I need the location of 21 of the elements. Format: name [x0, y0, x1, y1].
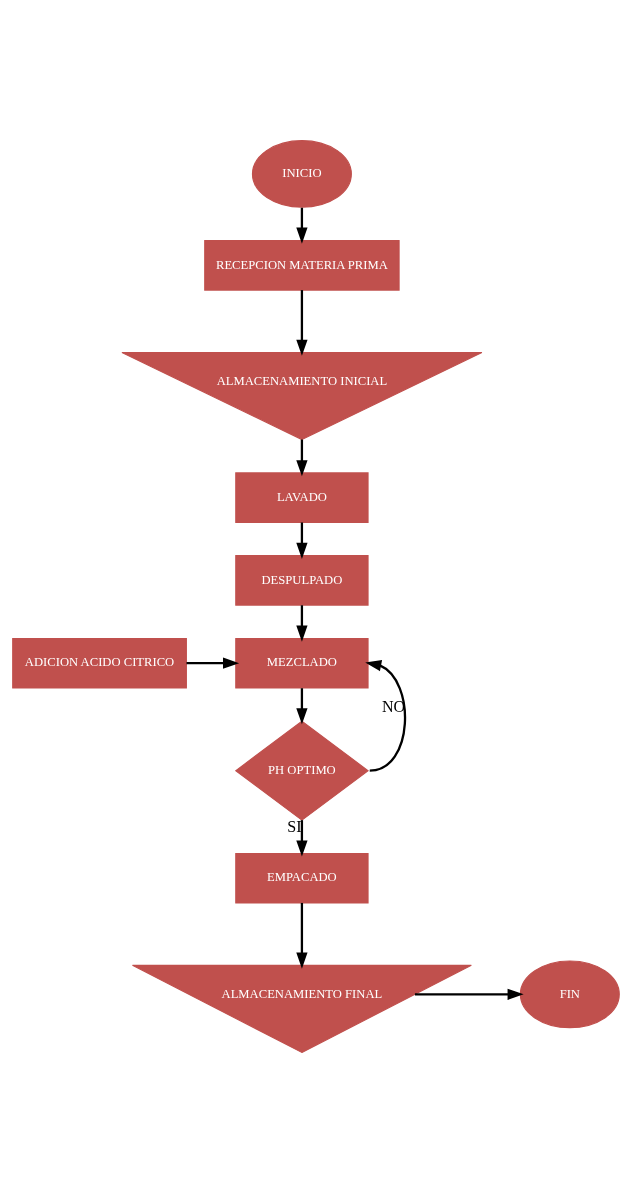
node-ellipse: FIN: [519, 959, 620, 1028]
node-box: RECEPCION MATERIA PRIMA: [204, 239, 400, 291]
arrow: [296, 207, 308, 244]
arrow: [186, 657, 240, 669]
arrow: [296, 819, 308, 857]
arrow: [365, 659, 406, 772]
node-box: DESPULPADO: [235, 554, 369, 606]
node-box: MEZCLADO: [235, 637, 369, 688]
node-diamond: PH OPTIMO: [234, 720, 369, 821]
node-ellipse: INICIO: [251, 139, 352, 208]
arrow: [414, 988, 524, 1000]
arrow: [296, 604, 308, 642]
edge-label: NO: [381, 697, 406, 715]
arrow: [296, 522, 308, 559]
node-box: EMPACADO: [235, 852, 369, 903]
arrow: [296, 902, 308, 969]
arrow: [296, 687, 308, 724]
node-box: LAVADO: [235, 471, 369, 523]
node-box: ADICION ACIDO CITRICO: [12, 637, 187, 688]
arrow: [296, 439, 308, 476]
arrow: [296, 289, 308, 356]
